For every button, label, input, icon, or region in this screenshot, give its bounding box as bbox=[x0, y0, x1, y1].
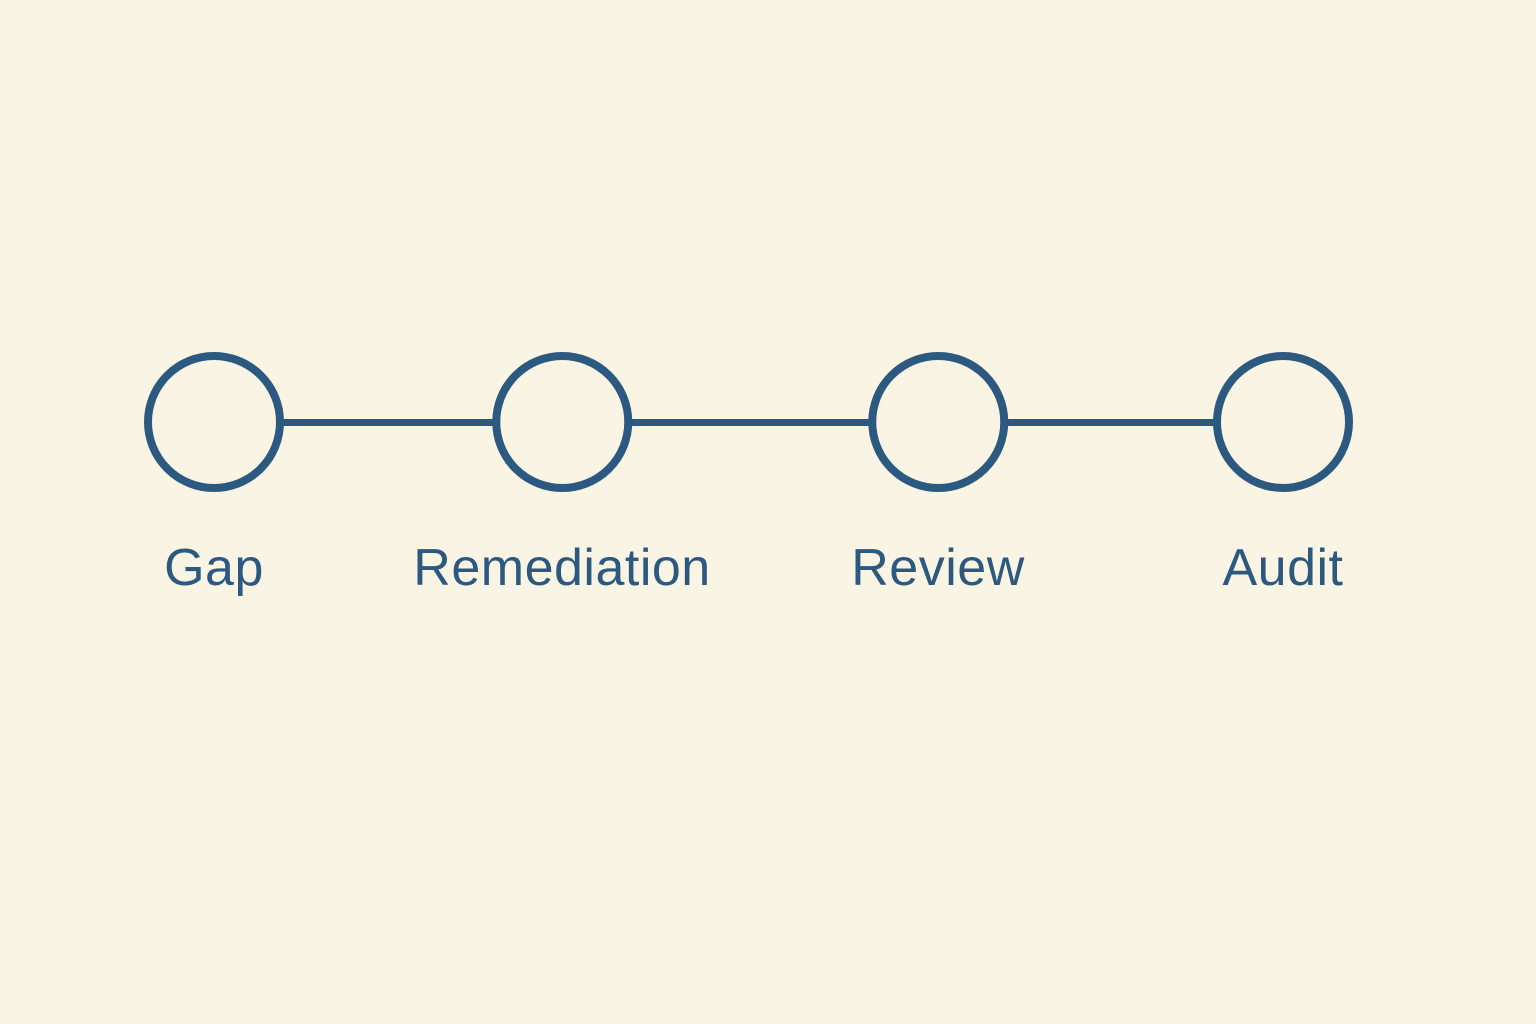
step-circle-icon bbox=[144, 352, 284, 492]
step-label: Remediation bbox=[413, 539, 711, 597]
step-audit: Audit bbox=[1213, 352, 1353, 598]
step-label: Gap bbox=[164, 539, 264, 597]
step-circle-icon bbox=[491, 352, 632, 492]
step-circle-icon bbox=[1213, 352, 1353, 492]
step-label: Review bbox=[851, 539, 1025, 597]
connector-line bbox=[214, 419, 1283, 426]
step-gap: Gap bbox=[144, 352, 284, 598]
step-label: Audit bbox=[1222, 539, 1344, 597]
step-review: Review bbox=[851, 352, 1025, 598]
step-circle-icon bbox=[868, 352, 1008, 492]
step-remediation: Remediation bbox=[413, 352, 710, 598]
